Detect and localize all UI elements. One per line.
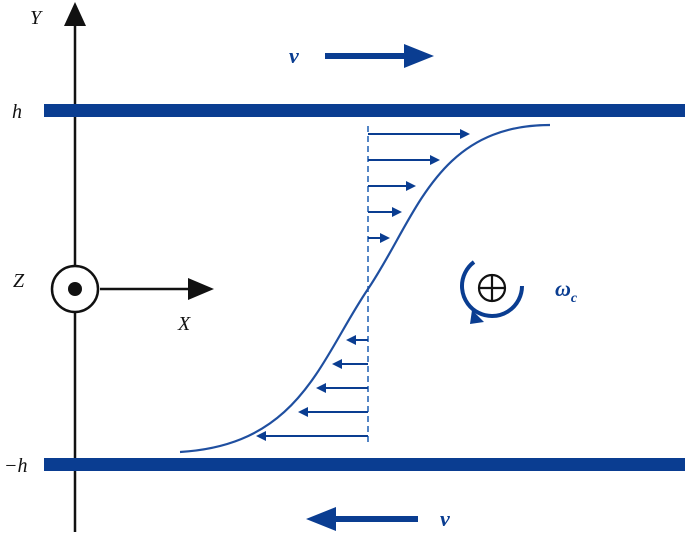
- velocity-profile-curve: [179, 123, 551, 454]
- bottom-velocity-arrow: [306, 507, 418, 531]
- bottom-wall-label: −h: [4, 455, 28, 477]
- dot-in-circle-icon: [50, 264, 100, 314]
- profile-arrows-upper: [368, 129, 470, 243]
- top-velocity-arrow: [325, 44, 434, 68]
- x-axis-arrowhead: [188, 278, 214, 300]
- y-axis-arrowhead: [64, 2, 86, 26]
- top-wall: [44, 104, 685, 117]
- x-axis-label: X: [177, 313, 191, 335]
- rotation-label-main: ω: [555, 276, 571, 301]
- bottom-velocity-label: v: [440, 506, 450, 531]
- cross-in-circle-icon: [477, 273, 507, 303]
- top-wall-label: h: [12, 101, 22, 123]
- curved-arrow-icon: [460, 260, 524, 324]
- rotation-label-sub: c: [571, 291, 578, 306]
- bottom-wall: [44, 458, 685, 471]
- z-axis-label: Z: [13, 270, 25, 292]
- x-axis: X: [100, 278, 214, 335]
- profile-arrows-lower: [256, 335, 368, 441]
- top-velocity-label: v: [289, 43, 299, 68]
- rotation-label: ωc: [555, 276, 578, 306]
- y-axis-label: Y: [30, 7, 43, 29]
